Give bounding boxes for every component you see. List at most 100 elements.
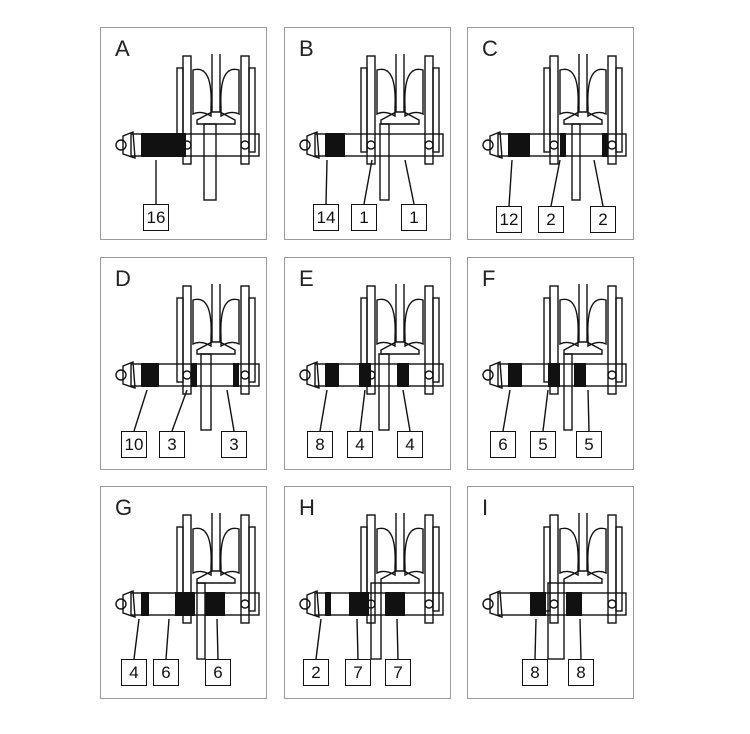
trolley-drawing — [299, 513, 444, 660]
hanger-plate — [379, 123, 390, 201]
spacer-count-box: 8 — [568, 659, 594, 686]
side-plates — [360, 285, 440, 395]
spacer-blocks — [508, 133, 608, 157]
spacer-block — [141, 133, 186, 157]
leader-line — [325, 159, 328, 205]
panel-label: A — [115, 36, 130, 61]
spacer-block — [349, 592, 369, 616]
spacer-block — [574, 363, 586, 387]
wheels — [192, 527, 240, 577]
spacer-blocks — [141, 592, 225, 616]
i-beam — [196, 54, 236, 125]
wheels — [376, 68, 424, 118]
spacer-count-box: 5 — [576, 431, 602, 458]
trolley-drawing — [482, 54, 627, 207]
leader-line — [216, 618, 219, 660]
spacer-count-box: 2 — [303, 659, 329, 686]
leader-line — [226, 389, 235, 432]
wheels — [559, 298, 607, 348]
wheels — [192, 298, 240, 348]
i-beam — [196, 513, 236, 584]
leader-line — [319, 389, 328, 432]
spacer-block — [325, 363, 339, 387]
trolley-drawing — [115, 284, 260, 432]
i-beam — [563, 54, 603, 125]
spacer-block — [359, 363, 371, 387]
i-beam — [380, 54, 420, 125]
hanger-plate — [547, 582, 565, 660]
side-plates — [543, 55, 623, 165]
spacer-count-box: 6 — [490, 431, 516, 458]
panel-label: G — [115, 495, 133, 520]
leader-line — [356, 618, 359, 660]
spacer-block — [325, 133, 345, 157]
panel-label: B — [299, 36, 314, 61]
cross-shaft — [482, 360, 627, 389]
leader-line — [508, 159, 513, 207]
spacer-block — [530, 592, 546, 616]
leader-lines — [508, 159, 604, 207]
spacer-block — [508, 133, 530, 157]
leader-lines — [133, 618, 219, 660]
spacer-block — [566, 592, 582, 616]
spacer-count-box: 5 — [530, 431, 556, 458]
spacer-blocks — [141, 363, 239, 387]
spacer-block — [141, 363, 159, 387]
leader-line — [396, 618, 399, 660]
spacer-block — [508, 363, 522, 387]
spacer-blocks — [325, 133, 345, 157]
leader-line — [363, 159, 373, 205]
spacer-blocks — [508, 363, 586, 387]
spacer-count-box: 2 — [590, 206, 616, 233]
side-plates — [176, 285, 256, 395]
i-beam — [196, 284, 236, 355]
spacer-block — [191, 363, 197, 387]
leader-line — [502, 389, 511, 432]
spacer-count-box: 7 — [385, 659, 411, 686]
spacer-block — [325, 592, 331, 616]
leader-line — [593, 159, 604, 207]
spacer-block — [233, 363, 239, 387]
leader-lines — [315, 618, 399, 660]
i-beam — [563, 513, 603, 584]
trolley-drawing — [482, 284, 627, 432]
panel-label: E — [299, 266, 314, 291]
cross-shaft — [115, 130, 260, 159]
leader-line — [359, 389, 366, 432]
side-plates — [360, 514, 440, 624]
panel-label: D — [115, 266, 131, 291]
hanger-plate — [563, 353, 573, 431]
spacer-count-box: 8 — [307, 431, 333, 458]
leader-line — [579, 618, 582, 660]
spacer-count-box: 7 — [345, 659, 371, 686]
leader-line — [550, 159, 561, 207]
hanger-plate — [378, 353, 390, 431]
hanger-plate — [571, 123, 581, 201]
spacer-count-box: 2 — [538, 206, 564, 233]
leader-line — [542, 389, 549, 432]
i-beam — [380, 284, 420, 355]
spacer-count-box: 8 — [522, 659, 548, 686]
leader-lines — [534, 618, 582, 660]
trolley-drawing — [115, 54, 260, 204]
trolley-drawing — [299, 54, 444, 205]
wheels — [559, 527, 607, 577]
spacer-count-box: 4 — [121, 659, 147, 686]
side-plates — [360, 55, 440, 165]
trolley-drawing — [115, 513, 260, 660]
hanger-plate — [196, 582, 206, 660]
spacer-blocks — [530, 592, 582, 616]
leader-line — [165, 618, 170, 660]
panel-label: C — [482, 36, 498, 61]
leader-line — [133, 618, 140, 660]
cross-shaft — [299, 589, 444, 618]
leader-line — [402, 389, 411, 432]
spacer-block — [205, 592, 225, 616]
spacer-count-box: 12 — [496, 206, 522, 233]
